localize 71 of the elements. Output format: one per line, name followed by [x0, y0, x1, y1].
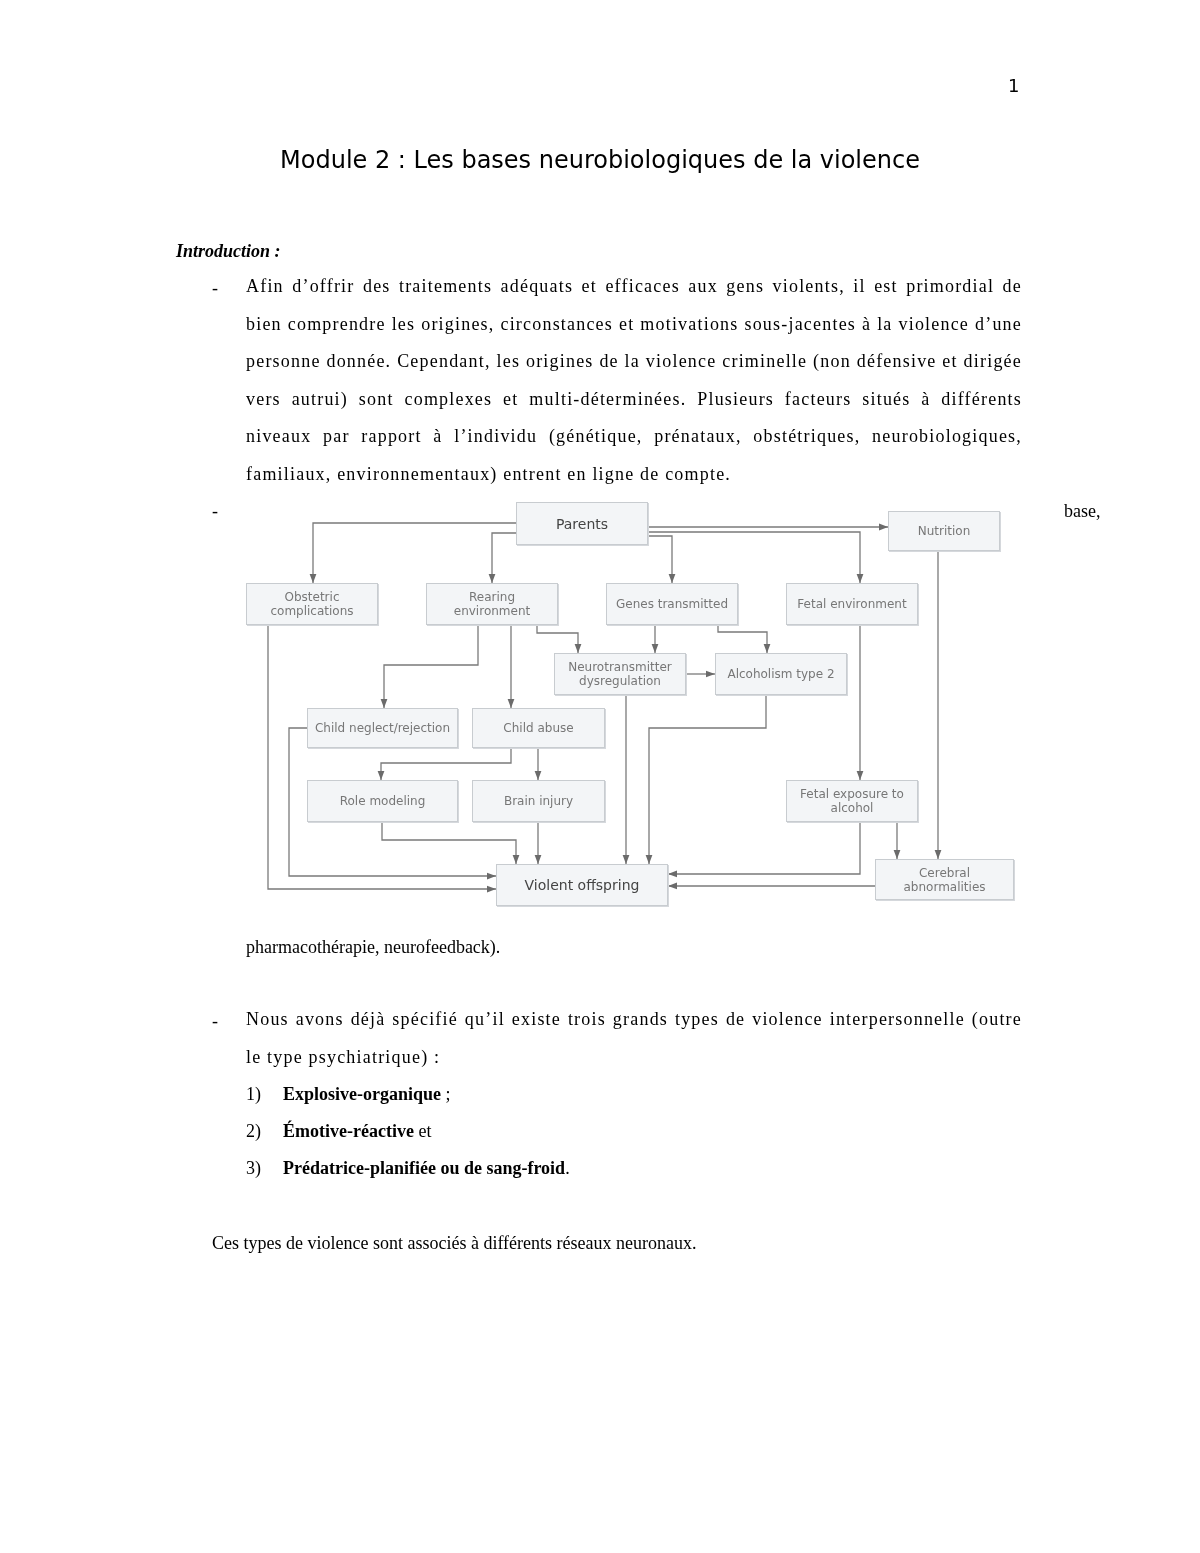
process-box: [875, 859, 1014, 900]
list-number: 1): [246, 1083, 261, 1106]
box-label: Child abuse: [503, 721, 574, 735]
connector-arrow: [717, 624, 771, 654]
list-number: 3): [246, 1157, 261, 1180]
box-label: Violent offspring: [524, 878, 640, 892]
process-box: [606, 583, 738, 625]
process-box: [307, 708, 458, 748]
process-box: [426, 583, 558, 625]
connector-arrow: [685, 670, 716, 678]
connector-arrow: [647, 523, 889, 531]
text-fragment: base,: [1064, 500, 1101, 523]
paragraph: Ces types de violence sont associés à différents réseaux neuronaux.: [212, 1232, 697, 1255]
box-label: Nutrition: [917, 524, 971, 538]
connector-arrow: [651, 624, 659, 654]
page-number: 1: [1008, 74, 1020, 98]
box-label: Alcoholism type 2: [727, 667, 835, 681]
process-box: [786, 780, 918, 822]
paragraph: Afin d’offrir des traitements adéquats et efficaces aux gens violents, il est primordial de bien comprendre les origines, circonstances et motivations sous-jacentes à la violence d’une personne donnée. Cependant, les origines de la violence criminelle (non défensive et dirigée vers autrui) sont complexes et multi-déterminées. Plusieurs facteurs situés à différents niveaux par rapport à l’individu (génétique, prénataux, obstétriques, neurobiologiques, familiaux, environnementaux) entrent en ligne de compte.: [246, 275, 1022, 486]
connector-arrow: [856, 624, 864, 781]
box-label: Fetal environment: [797, 597, 907, 611]
connector-arrow: [507, 624, 515, 709]
connector-arrow: [380, 624, 479, 709]
list-item: Explosive-organique ;: [283, 1083, 451, 1106]
connector-arrow: [267, 624, 497, 893]
connector-arrow: [288, 727, 497, 880]
connector-arrow: [647, 531, 864, 584]
bullet-dash: -: [212, 500, 218, 523]
process-box: [786, 583, 918, 625]
section-heading: Introduction :: [176, 240, 281, 263]
box-label: Brain injury: [503, 794, 574, 808]
page-title: Module 2 : Les bases neurobiologiques de la violence: [279, 145, 921, 176]
text-fragment: pharmacothérapie, neurofeedback).: [246, 936, 501, 959]
box-label: Parents: [555, 516, 609, 531]
process-box: [496, 864, 668, 906]
process-box: [472, 708, 605, 748]
bullet-dash: -: [212, 1010, 218, 1033]
connector-arrow: [667, 882, 876, 890]
box-label: Obstetric complications: [269, 590, 355, 618]
box-label: Cerebral abnormalities: [902, 865, 987, 894]
box-label: Child neglect/rejection: [314, 721, 451, 735]
box-label: Rearing environment: [452, 590, 532, 618]
connector-arrow: [534, 821, 542, 865]
process-box: [307, 780, 458, 822]
connector-arrow: [309, 522, 517, 584]
process-box: [554, 653, 686, 695]
box-label: Neurotransmitter dysregulation: [567, 660, 673, 688]
connector-arrow: [893, 821, 901, 860]
connector-arrow: [645, 694, 767, 865]
list-item: Prédatrice-planifiée ou de sang-froid.: [283, 1157, 570, 1180]
process-box: [715, 653, 847, 695]
process-box: [246, 583, 378, 625]
connector-arrow: [667, 821, 861, 878]
process-box: [516, 502, 648, 545]
connector-arrow: [381, 821, 520, 865]
list-number: 2): [246, 1120, 261, 1143]
box-label: Genes transmitted: [616, 597, 728, 611]
list-item: Émotive-réactive et: [283, 1119, 432, 1143]
bullet-dash: -: [212, 277, 218, 300]
process-box: [888, 511, 1000, 551]
connector-arrow: [488, 532, 517, 584]
process-box: [472, 780, 605, 822]
box-label: Role modeling: [339, 794, 426, 808]
connector-arrow: [377, 747, 512, 781]
connector-arrow: [534, 747, 542, 781]
paragraph: Nous avons déjà spécifié qu’il existe trois grands types de violence interpersonnelle (outre le type psychiatrique) :: [246, 1008, 1022, 1069]
connector-arrow: [536, 624, 582, 654]
box-label: Fetal exposure to alcohol: [799, 787, 905, 815]
connector-arrow: [934, 550, 942, 860]
connector-arrow: [647, 535, 676, 584]
connector-arrow: [622, 694, 630, 865]
